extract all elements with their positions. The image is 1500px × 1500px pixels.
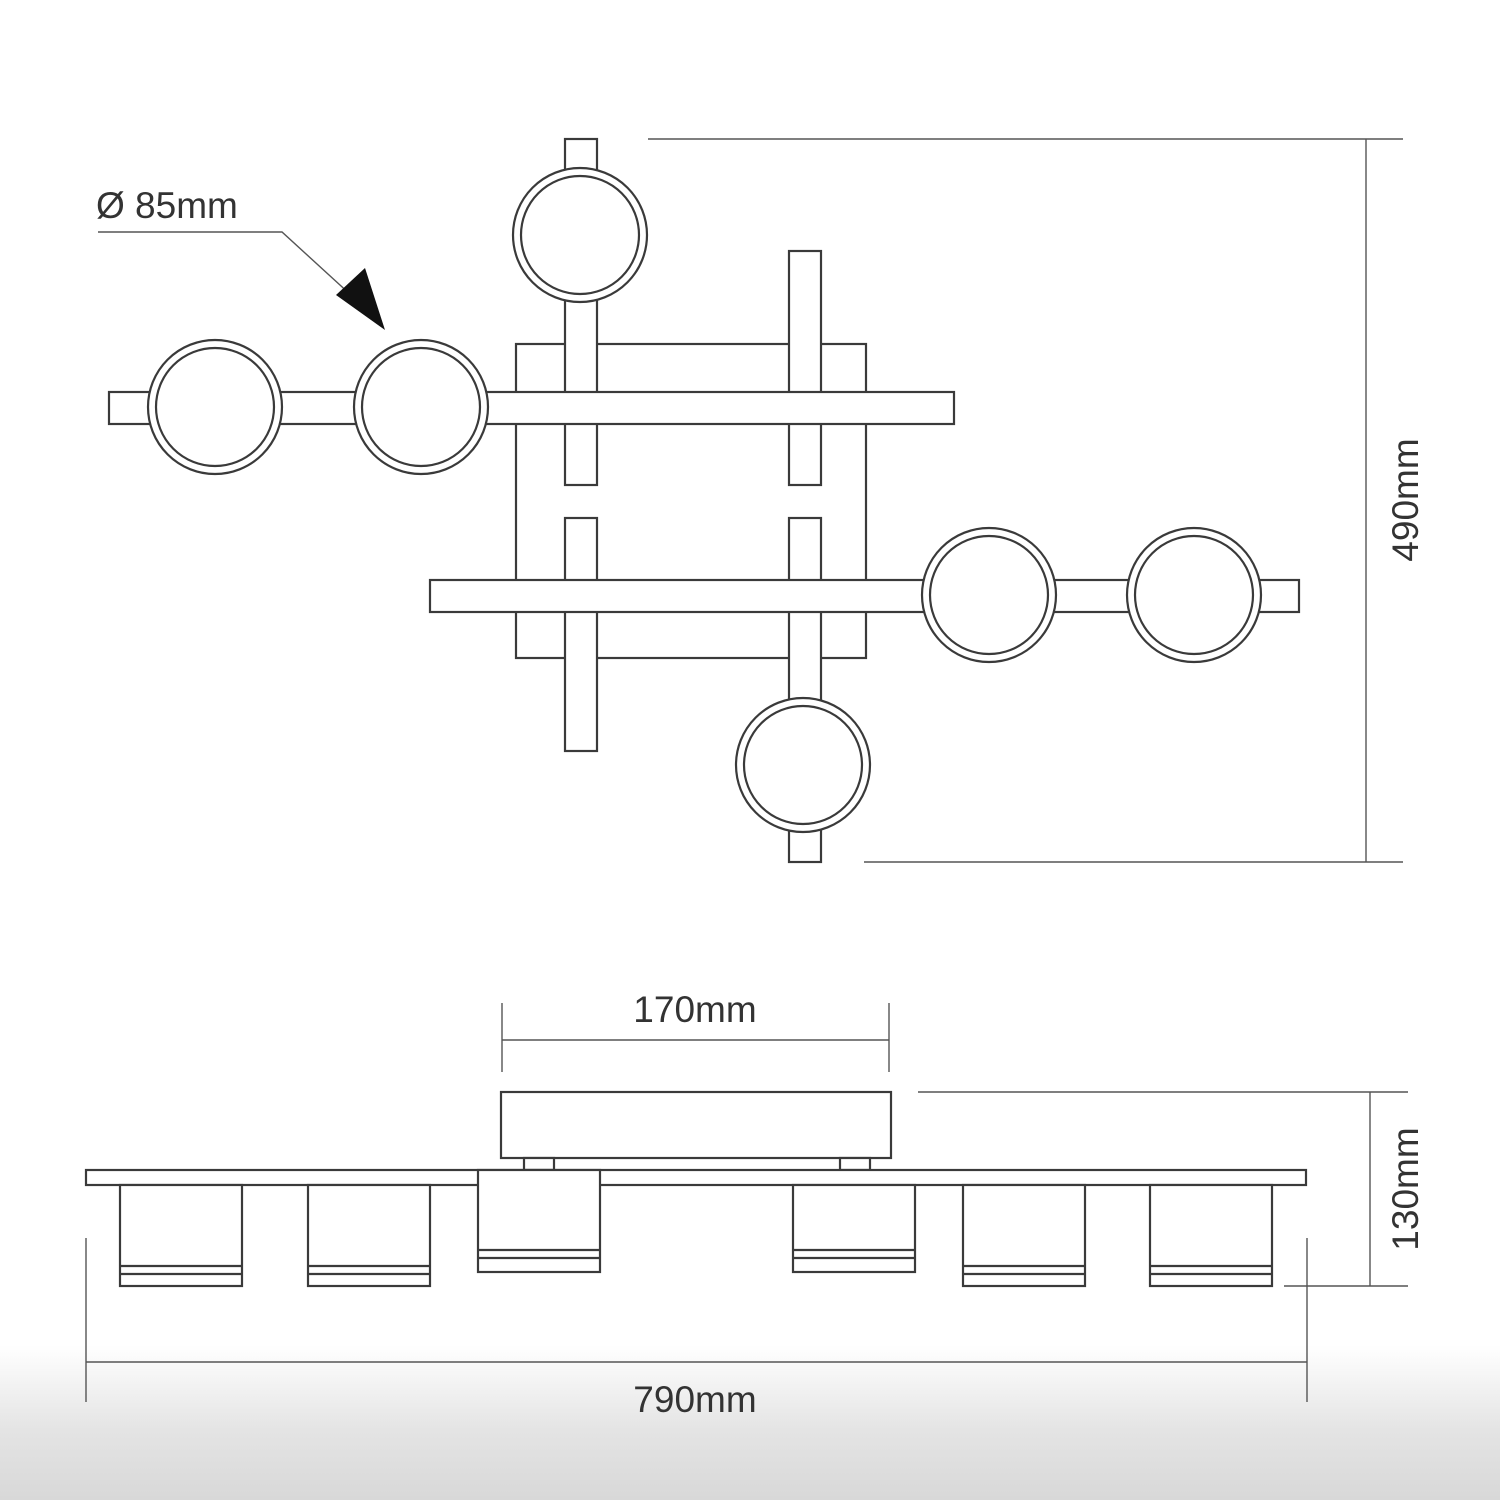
lamp-head <box>352 338 490 476</box>
lamp-head <box>511 166 649 304</box>
height-top-label: 490mm <box>1385 438 1426 561</box>
connector <box>838 1156 872 1172</box>
lamp-cylinder <box>961 1183 1087 1288</box>
lamp-head <box>734 696 872 834</box>
vertical-bar <box>563 516 599 753</box>
diameter-leader-line <box>98 231 353 297</box>
lamp-cylinder <box>791 1183 917 1274</box>
height-side-label: 130mm <box>1385 1127 1426 1250</box>
lamp-cylinder <box>1148 1183 1274 1288</box>
side-bar <box>84 1168 1308 1187</box>
lamp-cylinder <box>476 1168 602 1274</box>
connector <box>522 1156 556 1172</box>
side-view: 170mm <box>84 989 1426 1420</box>
canopy-width-label: 170mm <box>633 989 756 1030</box>
lamp-cylinder <box>306 1183 432 1288</box>
overall-width-label: 790mm <box>633 1379 756 1420</box>
lamp-head <box>146 338 284 476</box>
lamp-cylinder <box>118 1183 244 1288</box>
canopy <box>499 1090 893 1160</box>
top-view: Ø 85mm 490mm <box>96 137 1426 864</box>
lamp-head <box>1125 526 1263 664</box>
vertical-bar <box>787 249 823 487</box>
lamp-head <box>920 526 1058 664</box>
bottom-shadow <box>0 1345 1500 1500</box>
diameter-arrow-icon <box>336 268 385 330</box>
diameter-label: Ø 85mm <box>96 185 238 226</box>
